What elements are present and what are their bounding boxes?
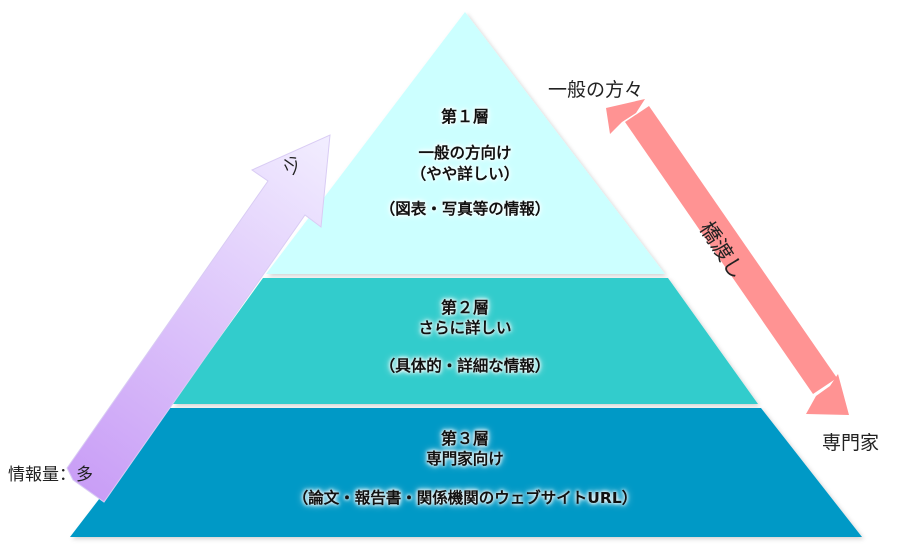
layer-1-text: 第１層 一般の方向け （やや詳しい） （図表・写真等の情報） xyxy=(300,103,630,220)
bridge-arrow-head-bottom xyxy=(806,374,849,415)
layer-2-detail: さらに詳しい xyxy=(418,319,512,337)
experts-label: 専門家 xyxy=(822,432,880,454)
pyramid-layer-3 xyxy=(70,408,862,537)
layer-2-heading: 第２層 xyxy=(440,298,489,317)
pyramid-layer-1 xyxy=(266,12,665,274)
general-public-label: 一般の方々 xyxy=(548,79,644,101)
layer-1-content: （図表・写真等の情報） xyxy=(379,200,551,218)
layer-1-audience: 一般の方向け xyxy=(418,144,512,162)
layer-3-content: （論文・報告書・関係機関のウェブサイトURL） xyxy=(292,489,638,507)
pyramid-layer-2 xyxy=(172,278,758,404)
bridge-arrow-head-top xyxy=(606,99,645,134)
layer-2-text: 第２層 さらに詳しい （具体的・詳細な情報） xyxy=(300,294,630,377)
layer-1-heading: 第１層 xyxy=(440,107,489,126)
layer-3-text: 第３層 専門家向け （論文・報告書・関係機関のウェブサイトURL） xyxy=(160,425,770,509)
layer-3-heading: 第３層 xyxy=(440,429,489,448)
info-amount-label: 情報量：多 xyxy=(8,465,93,485)
layer-2-content: （具体的・詳細な情報） xyxy=(379,357,551,375)
information-amount-arrow xyxy=(66,134,331,503)
layer-3-audience: 専門家向け xyxy=(426,450,504,468)
layer-1-detail: （やや詳しい） xyxy=(410,165,520,183)
bridge-arrow-shaft xyxy=(625,106,837,394)
